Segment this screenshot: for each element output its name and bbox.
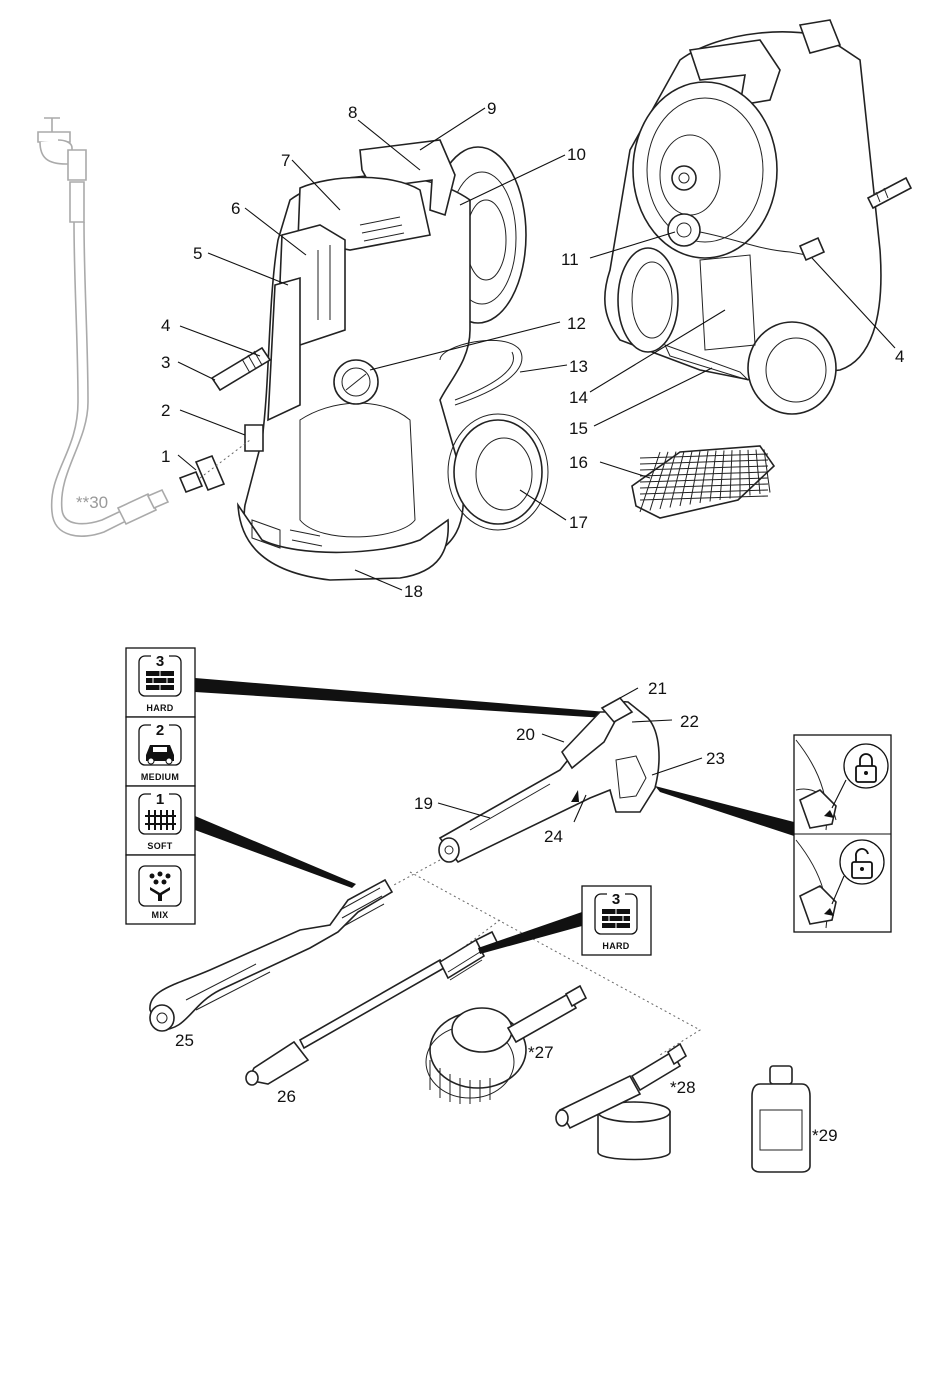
wedge-hard-to-gun <box>195 678 607 718</box>
foam-nozzle-28 <box>556 1044 686 1160</box>
callout-21: 21 <box>648 679 667 698</box>
pressure-badge-soft: 1 SOFT <box>126 786 195 855</box>
lance-badge-label: HARD <box>602 941 629 951</box>
badge-hard-label: HARD <box>146 703 173 713</box>
badge-soft-label: SOFT <box>147 841 172 851</box>
callout-8: 8 <box>348 103 357 122</box>
callout-5: 5 <box>193 244 202 263</box>
callout-25: 25 <box>175 1031 194 1050</box>
pressure-badge-medium: 2 MEDIUM <box>126 717 195 786</box>
callout-12: 12 <box>567 314 586 333</box>
badge-medium-level: 2 <box>156 722 164 739</box>
lance-badge-hard: 3 HARD <box>582 886 651 955</box>
lock-panel <box>794 735 891 932</box>
pressure-badge-mix: MIX <box>126 855 195 924</box>
wedge-soft-to-lance <box>195 816 356 888</box>
callout-14: 14 <box>569 388 588 407</box>
callout-28: *28 <box>670 1078 696 1097</box>
badge-soft-level: 1 <box>156 791 164 808</box>
wedge-gun-to-lock-panel <box>655 786 794 836</box>
badge-mix-text: MIX <box>152 910 169 920</box>
pressure-badge-hard: 3 HARD <box>126 648 195 717</box>
callout-23: 23 <box>706 749 725 768</box>
callout-27: *27 <box>528 1043 554 1062</box>
callout-26: 26 <box>277 1087 296 1106</box>
callout-17: 17 <box>569 513 588 532</box>
water-tap-and-hose <box>38 118 168 536</box>
callout-9: 9 <box>487 99 496 118</box>
filter-mesh <box>632 446 774 518</box>
callout-1: 1 <box>161 447 170 466</box>
callout-30: **30 <box>76 493 108 512</box>
callout-24: 24 <box>544 827 563 846</box>
badge-medium-label: MEDIUM <box>141 772 179 782</box>
callout-11: 11 <box>561 250 579 269</box>
wash-brush-27 <box>426 986 586 1104</box>
callout-20: 20 <box>516 725 535 744</box>
lance-badge-level: 3 <box>612 891 620 908</box>
callout-18: 18 <box>404 582 423 601</box>
callout-22: 22 <box>680 712 699 731</box>
detergent-bottle-29 <box>752 1066 810 1172</box>
callout-16: 16 <box>569 453 588 472</box>
callout-13: 13 <box>569 357 588 376</box>
callout-10: 10 <box>567 145 586 164</box>
callout-15: 15 <box>569 419 588 438</box>
brick-wall-icon <box>602 909 630 928</box>
brick-wall-icon <box>146 671 174 690</box>
pressure-badge-column: 3 HARD 2 MEDIUM <box>126 648 195 924</box>
callout-7: 7 <box>281 151 290 170</box>
badge-hard-level: 3 <box>156 653 164 670</box>
callout-2: 2 <box>161 401 170 420</box>
callout-3: 3 <box>161 353 170 372</box>
callout-4: 4 <box>161 316 170 335</box>
callout-19: 19 <box>414 794 433 813</box>
wedge-badge-to-lance-26 <box>478 912 582 954</box>
callout-29: *29 <box>812 1126 838 1145</box>
callout-4-rear: 4 <box>895 347 904 366</box>
callout-6: 6 <box>231 199 240 218</box>
